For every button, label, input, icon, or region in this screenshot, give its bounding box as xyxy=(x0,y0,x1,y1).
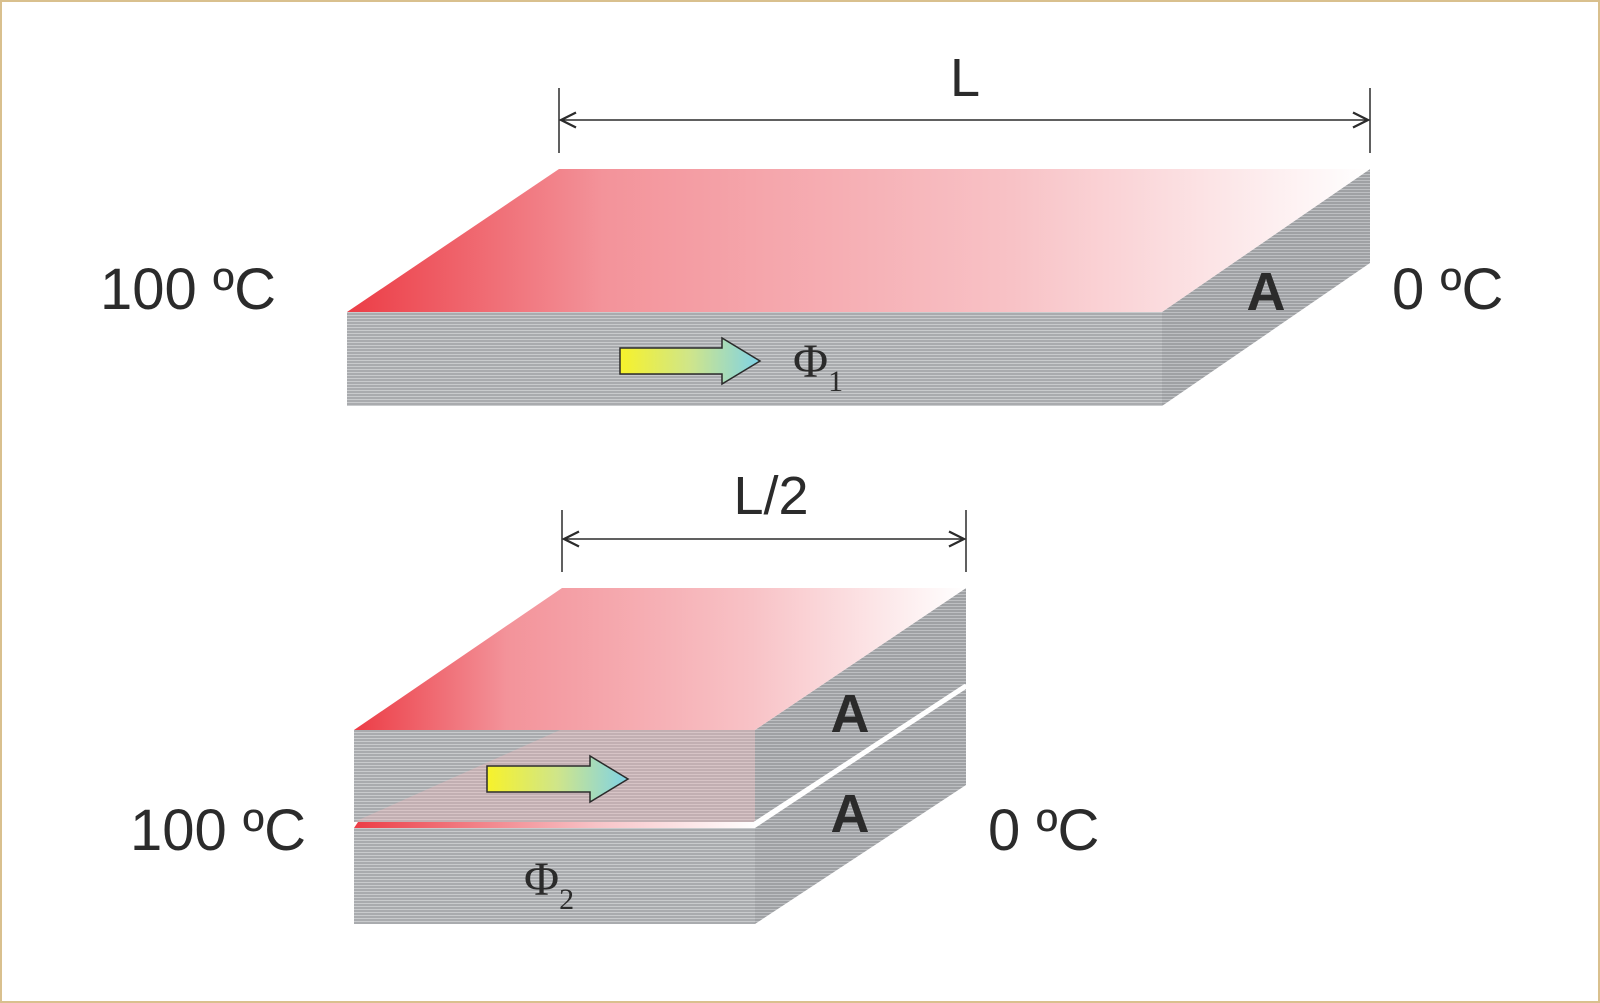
top-area-label: A xyxy=(1247,262,1286,322)
bottom-upper-slab-side-face xyxy=(755,588,966,822)
bottom-area-label-lower: A xyxy=(831,784,870,844)
top-hot-temperature: 100 ºC xyxy=(100,257,276,322)
bottom-hot-temperature: 100 ºC xyxy=(130,798,306,863)
bottom-flux-index: 2 xyxy=(559,883,574,916)
top-dimension: L xyxy=(558,48,1371,153)
bottom-flux-symbol: Φ2 xyxy=(524,853,574,916)
top-flux-index: 1 xyxy=(828,365,843,398)
top-flux-arrow-shape xyxy=(619,336,762,386)
top-slab-side-face xyxy=(1162,169,1370,406)
bottom-dimension-label: L/2 xyxy=(733,466,808,526)
bottom-upper-slab-top-face xyxy=(354,588,966,730)
bottom-flux-arrow xyxy=(486,754,630,804)
top-flux-arrow xyxy=(619,336,762,386)
top-dimension-label: L xyxy=(950,48,980,108)
bottom-seam xyxy=(354,822,758,828)
bottom-lower-slab-side-face xyxy=(755,688,966,924)
bottom-area-label-upper: A xyxy=(831,684,870,744)
bottom-lower-slab xyxy=(354,688,966,924)
top-flux-symbol: Φ1 xyxy=(793,335,843,398)
top-flux-phi: Φ xyxy=(793,335,828,388)
bottom-dimension: L/2 xyxy=(561,466,967,572)
bottom-flux-arrow-shape xyxy=(486,754,630,804)
top-cold-temperature: 0 ºC xyxy=(1392,257,1503,322)
bottom-flux-phi: Φ xyxy=(524,853,559,906)
bottom-side-seam xyxy=(753,683,968,827)
bottom-cold-temperature: 0 ºC xyxy=(988,798,1099,863)
top-slab xyxy=(347,169,1370,406)
top-slab-top-face xyxy=(347,169,1370,312)
bottom-lower-slab-front-face xyxy=(354,828,755,924)
